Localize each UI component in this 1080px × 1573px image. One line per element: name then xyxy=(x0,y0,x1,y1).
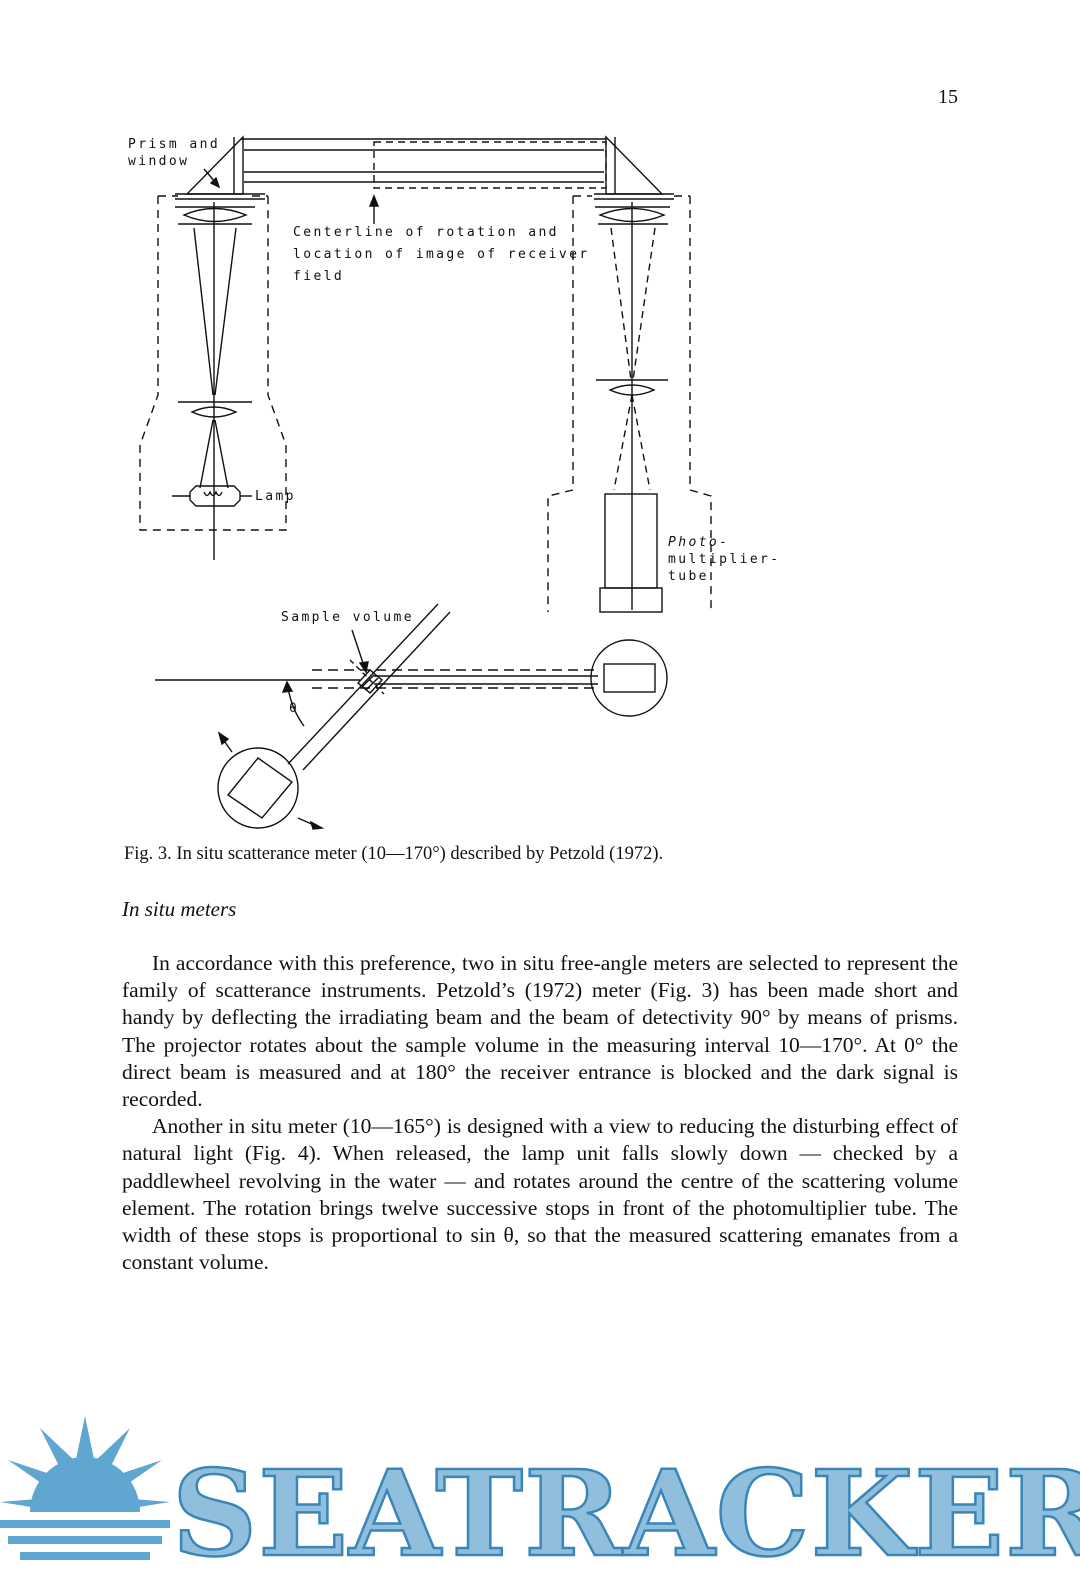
sample-volume-label: Sample volume xyxy=(281,610,414,625)
sun-logo-icon xyxy=(0,1416,170,1560)
figure-caption: Fig. 3. In situ scatterance meter (10—17… xyxy=(124,844,664,864)
photomultiplier-label-line3: tube xyxy=(668,569,709,584)
photomultiplier-label-line1: Photo- xyxy=(668,535,729,550)
body-text: In accordance with this preference, two … xyxy=(122,950,958,1276)
paragraph: In accordance with this preference, two … xyxy=(122,951,958,1112)
scatterance-meter-diagram: Prism and window Centerline of rotation … xyxy=(128,135,781,830)
section-heading: In situ meters xyxy=(122,897,237,921)
centerline-label-line2: location of image of receiver xyxy=(293,247,590,262)
theta-label: θ xyxy=(289,701,299,716)
lamp-label: Lamp xyxy=(255,489,296,504)
paragraph: Another in situ meter (10—165°) is desig… xyxy=(122,1114,958,1275)
centerline-label-line1: Centerline of rotation and xyxy=(293,225,559,240)
watermark: SEATRACKER.RU xyxy=(0,1416,1080,1573)
watermark-text: SEATRACKER.RU xyxy=(172,1444,1080,1573)
prism-label-line2: window xyxy=(128,154,189,169)
page-number: 15 xyxy=(938,86,958,108)
prism-label-line1: Prism and xyxy=(128,137,220,152)
photomultiplier-label-line2: multiplier- xyxy=(668,552,781,567)
centerline-label-line3: field xyxy=(293,269,344,284)
